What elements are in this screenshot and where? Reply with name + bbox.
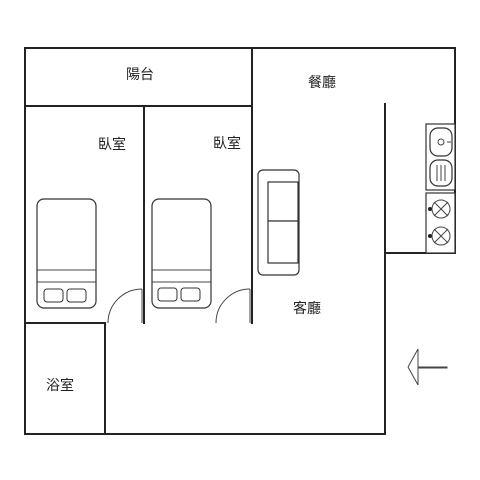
room-label-balcony: 陽台 [126, 67, 154, 83]
room-label-living: 客廳 [293, 300, 321, 317]
room-label-bedroom-1: 臥室 [98, 136, 126, 153]
bed-icon [36, 198, 97, 309]
stove-icon [425, 192, 456, 254]
entrance-arrow-icon [407, 348, 448, 386]
bed-icon [151, 198, 212, 309]
door-swing-icon [107, 288, 143, 324]
room-label-bedroom-2: 臥室 [213, 135, 241, 152]
room-label-bathroom: 浴室 [46, 377, 74, 394]
sink-icon [425, 123, 456, 191]
door-swing-icon [215, 288, 251, 324]
sofa-icon [257, 169, 300, 276]
room-label-dining: 餐廳 [308, 74, 336, 91]
